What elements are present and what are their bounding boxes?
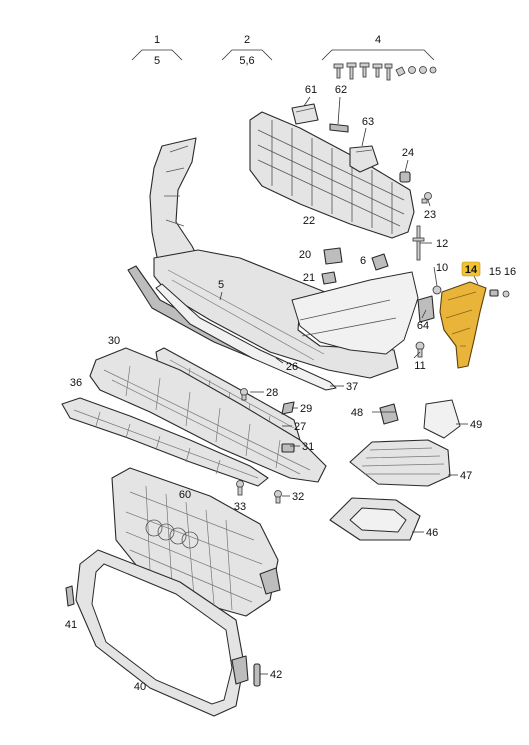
part-64-bracket <box>417 295 435 323</box>
fastener-set <box>333 62 437 81</box>
callout-12: 12 <box>436 238 448 250</box>
header-group-1-top: 1 <box>154 34 160 46</box>
callout-61: 61 <box>305 84 317 96</box>
part-6-clip <box>371 253 389 271</box>
part-46-fog-frame <box>329 497 421 541</box>
callout-29: 29 <box>300 403 312 415</box>
part-62-clip <box>329 123 349 133</box>
callout-48: 48 <box>351 407 363 419</box>
part-32-screw <box>274 490 282 504</box>
callout-30: 30 <box>108 335 120 347</box>
header-group-2: 2 5,6 <box>221 34 273 67</box>
callout-28: 28 <box>266 387 278 399</box>
callout-47: 47 <box>460 470 472 482</box>
callout-49: 49 <box>470 419 482 431</box>
part-11-screw <box>415 341 425 358</box>
callout-16: 16 <box>504 266 516 278</box>
callout-26: 26 <box>286 361 298 373</box>
callout-62: 62 <box>335 84 347 96</box>
header-group-2-top: 2 <box>244 34 250 46</box>
part-31-clip <box>281 443 295 453</box>
grille-logo-rings <box>145 519 199 549</box>
callout-42: 42 <box>270 669 282 681</box>
callout-11: 11 <box>414 360 425 372</box>
leader-lines <box>219 96 479 675</box>
header-group-1-bottom: 5 <box>154 55 160 67</box>
part-63-radar <box>349 145 379 173</box>
part-33-screw <box>236 480 244 496</box>
callout-27: 27 <box>294 421 306 433</box>
header-group-2-bottom: 5,6 <box>239 55 254 67</box>
callout-5: 5 <box>218 279 224 291</box>
header-group-4-top: 4 <box>375 34 381 46</box>
part-48-bracket <box>379 403 399 425</box>
callout-20: 20 <box>299 249 311 261</box>
trim-strip-37 <box>155 283 337 391</box>
callout-31: 31 <box>302 441 314 453</box>
callout-36: 36 <box>70 377 82 389</box>
part-28-screw <box>240 388 248 401</box>
part-49-cover <box>423 399 461 439</box>
grille-frame-40 <box>75 549 249 717</box>
callout-37: 37 <box>346 381 358 393</box>
callout-33: 33 <box>234 501 246 513</box>
callout-24: 24 <box>402 147 414 159</box>
part-23-screw <box>421 192 432 204</box>
callout-10: 10 <box>436 262 448 274</box>
bracket-14-highlighted <box>439 281 487 369</box>
callout-40: 40 <box>134 681 146 693</box>
spoiler-36 <box>61 397 269 487</box>
callout-labels: 61 62 63 24 23 22 20 6 21 12 10 14 15 16… <box>65 84 516 693</box>
part-47-grille-insert <box>349 439 451 487</box>
header-group-1: 1 5 <box>131 34 183 67</box>
callout-63: 63 <box>362 116 374 128</box>
callout-41: 41 <box>65 619 77 631</box>
bumper-cover-5 <box>149 137 419 379</box>
callout-15: 15 <box>489 266 501 278</box>
part-41-clip <box>65 585 75 607</box>
part-24-clip <box>399 171 411 183</box>
part-29-clip <box>281 401 295 415</box>
part-20-bracket <box>323 247 343 265</box>
lower-carrier-30 <box>89 347 327 483</box>
part-21-clip <box>321 271 337 285</box>
parts-15-16-clips <box>489 289 510 298</box>
callout-32: 32 <box>292 491 304 503</box>
callout-23: 23 <box>424 209 436 221</box>
callout-22: 22 <box>303 215 315 227</box>
callout-6: 6 <box>360 255 366 267</box>
callout-14: 14 <box>465 264 478 276</box>
main-grille-60 <box>111 467 281 617</box>
part-61-sensor <box>291 103 319 125</box>
callout-14-badge: 14 <box>461 261 481 277</box>
header-group-4: 4 <box>321 34 435 61</box>
callout-46: 46 <box>426 527 438 539</box>
callout-64: 64 <box>417 320 429 332</box>
grille-carrier-22 <box>249 111 415 239</box>
callout-21: 21 <box>303 272 315 284</box>
part-10-nut <box>432 285 442 295</box>
callout-60: 60 <box>179 489 191 501</box>
part-42-clip <box>253 663 261 687</box>
